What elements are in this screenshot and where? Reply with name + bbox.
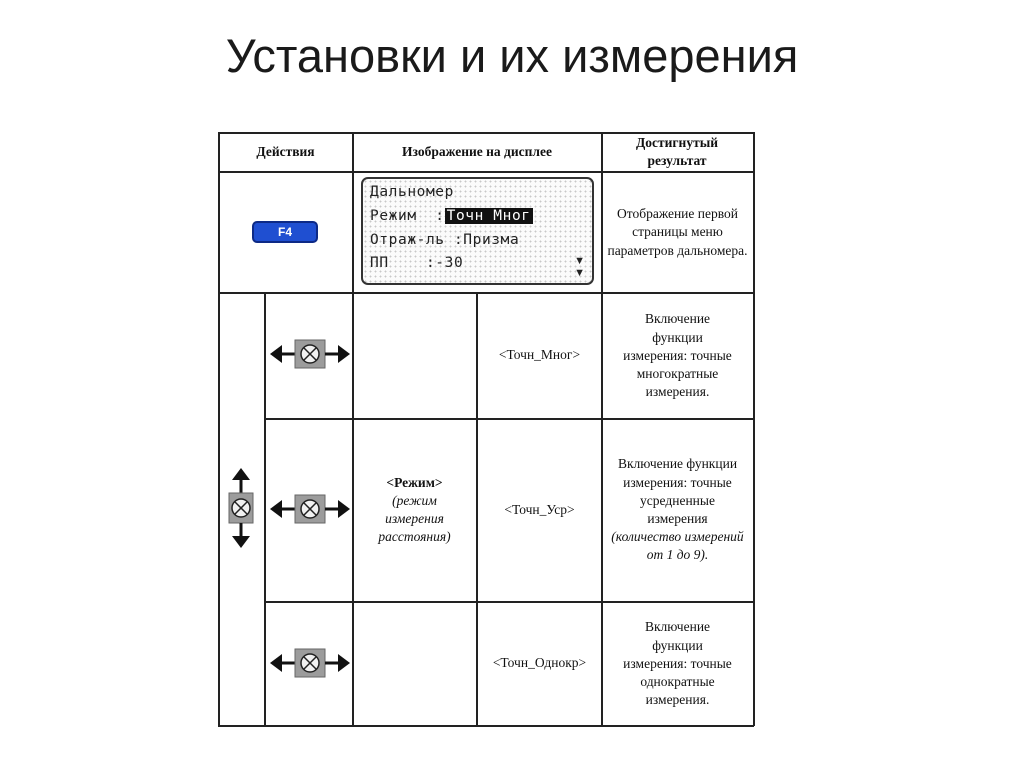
header-result: Достигнутый результат (635, 134, 719, 168)
lcd-mode-label: Режим : (370, 208, 445, 224)
result-single: Включение функции измерения: точные одно… (623, 619, 732, 708)
lcd-line-4: ПП :-30 (370, 255, 464, 271)
left-right-navigation-icon (270, 494, 350, 524)
f4-key-label: F4 (277, 225, 292, 239)
left-right-navigation-icon (270, 339, 350, 369)
result-multi: Включение функции измерения: точные мног… (623, 311, 732, 400)
up-down-navigation-icon (228, 468, 254, 548)
lcd-line-2: Режим :Точн Мног (370, 208, 533, 224)
mode-cell: <Режим> (режим измерения расстояния) (362, 465, 467, 555)
option-multi: <Точн_Мног> (498, 347, 581, 363)
left-right-navigation-icon (270, 648, 350, 678)
mode-note: (режим измерения расстояния) (378, 492, 451, 545)
header-actions: Действия (256, 143, 315, 159)
header-display: Изображение на дисплее (402, 143, 552, 159)
row1-result: Отображение первой страницы меню парамет… (607, 206, 748, 258)
result-average-note: (количество измерений от 1 до 9). (611, 529, 744, 563)
f4-key-icon: F4 (252, 221, 318, 243)
result-average: Включение функции измерения: точные усре… (610, 422, 745, 598)
option-average: <Точн_Уср> (504, 501, 575, 517)
lcd-line-3: Отраж-ль :Призма (370, 232, 520, 248)
scroll-down-icon: ▼▼ (574, 255, 585, 279)
mode-label: <Режим> (386, 474, 443, 490)
lcd-display: Дальномер Режим :Точн Мног Отраж-ль :При… (361, 177, 594, 285)
option-single: <Точн_Однокр> (492, 655, 587, 671)
lcd-mode-value: Точн Мног (444, 208, 533, 224)
slide-title: Установки и их измерения (225, 29, 799, 82)
lcd-line-1: Дальномер (370, 184, 454, 200)
result-average-text: Включение функции измерения: точные усре… (617, 456, 738, 526)
